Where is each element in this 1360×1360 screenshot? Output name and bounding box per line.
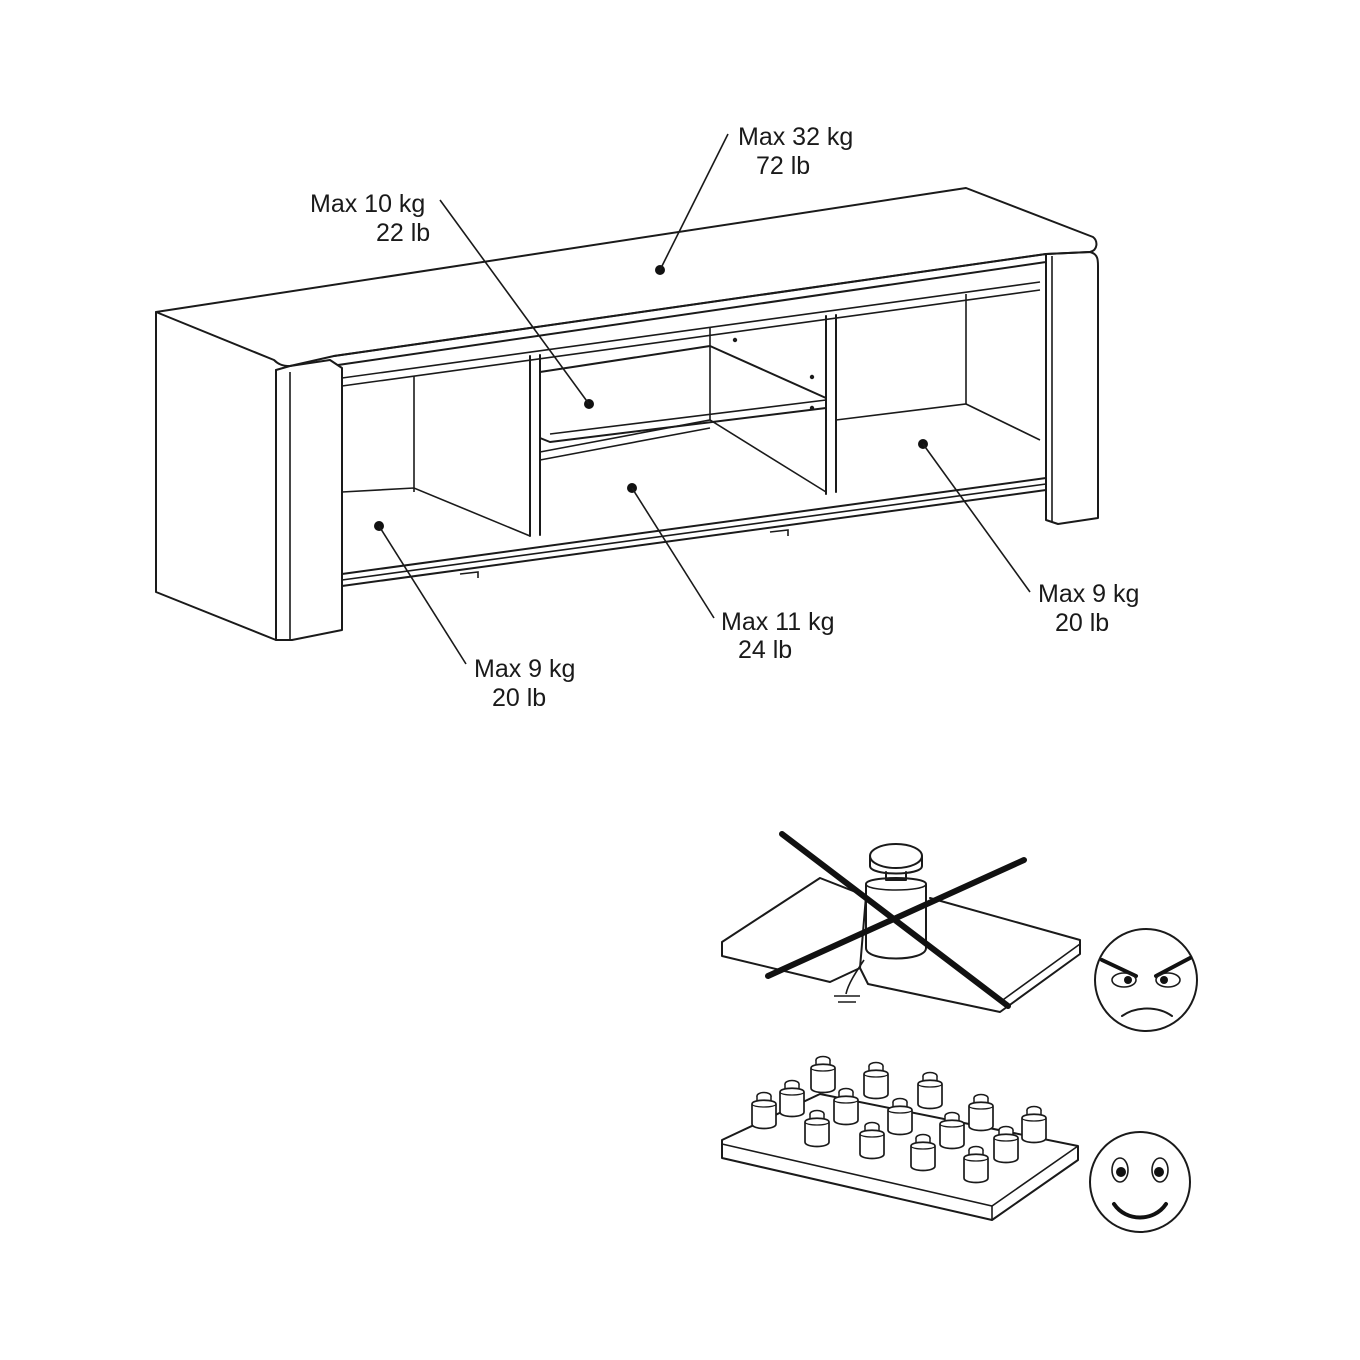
label-right-lb: 20 lb [1055,609,1109,637]
tv-cabinet [155,187,1099,641]
label-right-kg: Max 9 kg [1038,580,1139,608]
weight-icon [1021,1105,1047,1144]
weight-icon [833,1087,859,1126]
load-marker-upper-shelf [439,199,594,409]
load-marker-right [918,439,1031,593]
label-middle-kg: Max 11 kg [721,608,834,636]
weight-icon [910,1133,936,1172]
label-upper-shelf-kg: Max 10 kg [310,190,425,218]
weights-group-icon [751,1055,1047,1184]
weight-icon [917,1071,943,1110]
weight-icon [865,843,927,960]
weight-icon [993,1125,1019,1164]
load-marker-top [655,133,729,275]
cross-out-icon [765,831,1027,1009]
distributed-load-illustration [721,1055,1191,1233]
weight-icon [939,1111,965,1150]
cabinet-right-side [1045,251,1099,525]
label-left-lb: 20 lb [492,684,546,712]
angry-face-icon [1094,928,1198,1032]
load-marker-left [374,521,467,665]
weight-icon [804,1109,830,1148]
label-left-kg: Max 9 kg [474,655,575,683]
label-top-kg: Max 32 kg [738,123,853,151]
concentrated-load-illustration [721,831,1198,1032]
weight-icon [810,1055,836,1094]
label-upper-shelf-lb: 22 lb [376,219,430,247]
label-top-lb: 72 lb [756,152,810,180]
weight-icon [968,1093,994,1132]
load-marker-middle [627,483,715,619]
weight-icon [779,1079,805,1118]
weight-icon [859,1121,885,1160]
weight-icon [751,1091,777,1130]
middle-shelf [539,345,827,443]
cabinet-left-side [155,311,277,641]
weight-icon [887,1097,913,1136]
label-middle-lb: 24 lb [738,636,792,664]
weight-icon [963,1145,989,1184]
smiley-face-icon [1089,1131,1191,1233]
weight-icon [863,1061,889,1100]
